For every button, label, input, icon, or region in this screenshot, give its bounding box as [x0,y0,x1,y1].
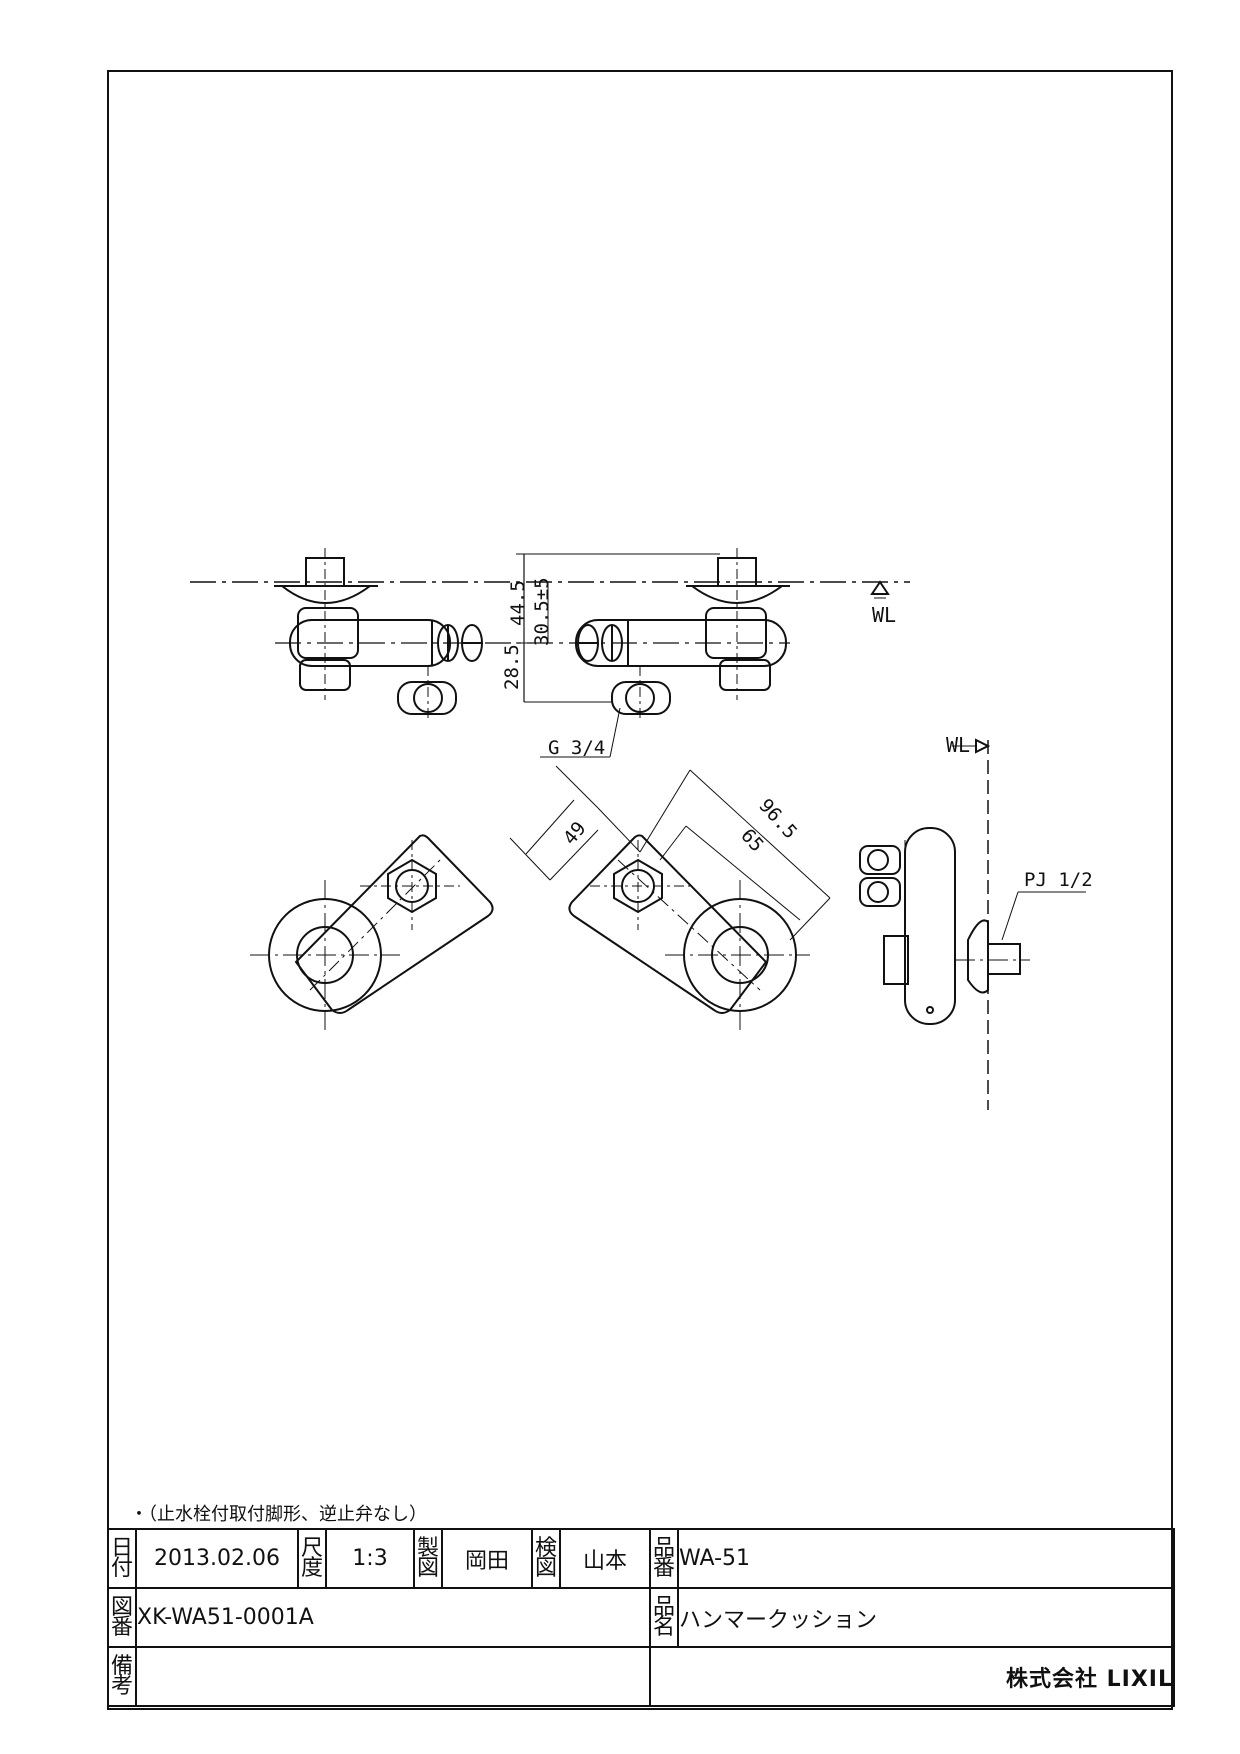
wl-label-side: WL [946,733,970,757]
dim-49: 49 [559,818,591,850]
date-label: 日付 [107,1528,137,1589]
title-row-3: 備考 株式会社 LIXIL [107,1646,1175,1707]
front-view [190,548,910,758]
remarks-value [135,1646,651,1707]
company-logo: 株式会社 LIXIL [649,1646,1175,1707]
part-no-value: WA-51 [677,1528,1175,1589]
plan-view-left [250,834,494,1030]
drawing-sheet [107,70,1173,1710]
side-view [859,738,1086,1110]
title-block: 日付 2013.02.06 尺度 1:3 製図 岡田 検図 山本 品番 WA-5… [107,1528,1175,1707]
checked-label: 検図 [531,1528,561,1589]
date-value: 2013.02.06 [135,1528,299,1589]
part-name-label: 品名 [649,1587,679,1648]
thread-label-g: G 3/4 [548,737,605,759]
scale-label: 尺度 [297,1528,327,1589]
scale-value: 1:3 [325,1528,415,1589]
checked-by: 山本 [559,1528,651,1589]
thread-label-pj: PJ 1/2 [1024,869,1093,891]
dim-30-5: 30.5±5 [531,577,553,646]
part-no-label: 品番 [649,1528,679,1589]
drawn-label: 製図 [413,1528,443,1589]
drawing-note: ・（止水栓付取付脚形、逆止弁なし） [130,1504,427,1525]
dim-44-5: 44.5 [507,580,529,626]
drawn-by: 岡田 [441,1528,533,1589]
plan-view-right [509,765,831,1030]
part-name-value: ハンマークッション [677,1587,1175,1648]
dim-65: 65 [736,825,768,857]
title-row-1: 日付 2013.02.06 尺度 1:3 製図 岡田 検図 山本 品番 WA-5… [107,1528,1175,1589]
drawing-no-label: 図番 [107,1587,137,1648]
title-row-2: 図番 XK-WA51-0001A 品名 ハンマークッション [107,1587,1175,1648]
dim-28-5: 28.5 [501,644,523,690]
drawing-no-value: XK-WA51-0001A [135,1587,651,1648]
wl-label-top: WL [872,603,896,627]
remarks-label: 備考 [107,1646,137,1707]
